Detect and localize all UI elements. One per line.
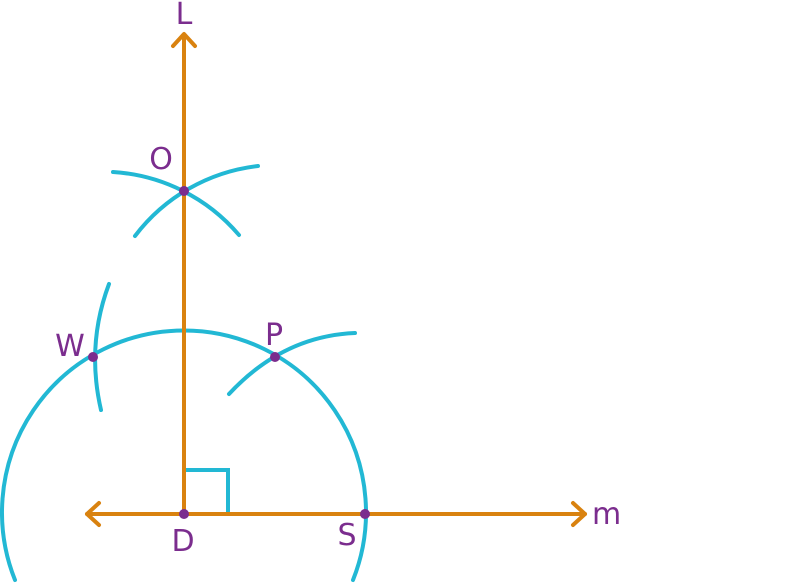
label-point-w: W: [55, 329, 85, 364]
label-point-o: O: [149, 142, 173, 177]
point-d: [179, 509, 189, 519]
label-line-l: L: [176, 0, 193, 32]
arc-from-p: [133, 164, 260, 238]
point-o: [179, 186, 189, 196]
point-s: [360, 509, 370, 519]
arc-from-w: [111, 170, 241, 237]
points: [88, 186, 370, 519]
line-m-arrowhead-left: [85, 501, 101, 527]
line-m: [85, 501, 587, 527]
label-point-p: P: [265, 318, 283, 353]
line-l-arrowhead: [171, 32, 197, 48]
point-w: [88, 352, 98, 362]
label-point-d: D: [171, 524, 194, 559]
label-point-s: S: [337, 518, 356, 553]
right-angle-mark: [182, 468, 230, 516]
arc-through-p: [227, 331, 357, 396]
arc-through-w: [93, 282, 111, 412]
line-l: [171, 32, 197, 516]
point-p: [270, 352, 280, 362]
label-line-m: m: [592, 497, 621, 532]
line-m-arrowhead-right: [571, 501, 587, 527]
